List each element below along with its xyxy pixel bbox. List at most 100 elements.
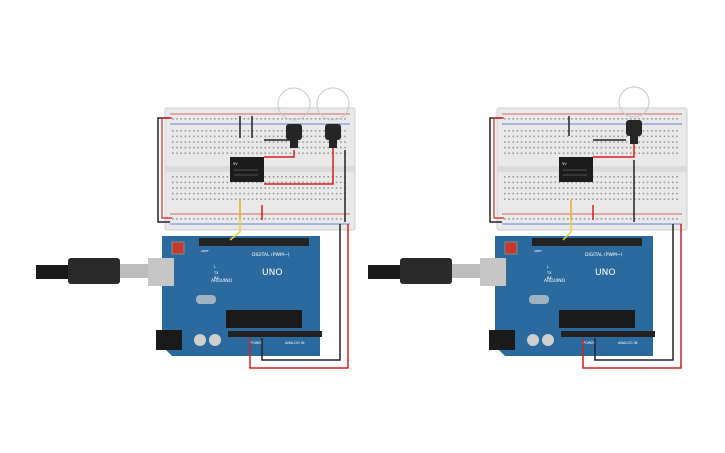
breadboard-hole <box>520 118 523 120</box>
breadboard-hole <box>520 192 523 195</box>
breadboard-hole <box>314 187 317 189</box>
breadboard-hole <box>180 141 182 143</box>
breadboard-hole <box>184 130 187 132</box>
breadboard-hole <box>642 192 645 195</box>
breadboard-hole <box>285 218 287 220</box>
breadboard-hole <box>277 181 279 184</box>
light-bulb-1[interactable] <box>277 87 311 148</box>
breadboard-hole <box>676 135 678 138</box>
breadboard-hole <box>609 176 611 178</box>
breadboard-hole <box>230 135 233 138</box>
breadboard-hole <box>285 152 287 154</box>
breadboard-hole <box>277 141 279 143</box>
breadboard-hole <box>609 198 611 200</box>
breadboard-hole <box>634 118 636 120</box>
breadboard-hole <box>176 146 178 149</box>
breadboard-hole <box>226 218 229 220</box>
breadboard-hole <box>239 198 241 200</box>
breadboard-hole <box>541 187 544 189</box>
breadboard-hole <box>550 187 552 189</box>
analog-pins-label: ANALOG IN <box>618 341 638 345</box>
breadboard-hole <box>306 187 308 189</box>
breadboard-hole <box>310 176 313 178</box>
breadboard-hole <box>180 152 182 154</box>
breadboard-hole <box>646 181 649 184</box>
breadboard-hole <box>592 152 594 154</box>
breadboard-hole <box>218 130 220 132</box>
breadboard-hole <box>663 152 666 154</box>
breadboard-hole <box>222 181 224 184</box>
breadboard-hole <box>655 198 657 200</box>
breadboard-hole <box>508 187 510 189</box>
breadboard-hole <box>604 130 607 132</box>
breadboard-hole <box>193 176 195 178</box>
breadboard-hole <box>512 130 514 132</box>
breadboard-hole <box>205 176 208 178</box>
breadboard-hole <box>172 218 174 220</box>
breadboard-hole <box>260 192 262 195</box>
relay-module[interactable]: 5V <box>230 157 264 182</box>
breadboard-hole <box>617 141 619 143</box>
breadboard-hole <box>625 192 628 195</box>
breadboard-hole <box>651 135 653 138</box>
breadboard-hole <box>642 181 645 184</box>
breadboard-hole <box>239 152 241 154</box>
breadboard-hole <box>525 130 527 132</box>
breadboard-hole <box>272 135 275 138</box>
breadboard-hole <box>541 146 544 149</box>
breadboard-hole <box>554 130 556 132</box>
breadboard-hole <box>583 118 586 120</box>
breadboard-hole <box>575 187 577 189</box>
breadboard-hole <box>302 135 304 138</box>
breadboard-hole <box>621 176 624 178</box>
breadboard-hole <box>546 192 548 195</box>
breadboard-hole <box>201 130 203 132</box>
breadboard-hole <box>659 141 661 143</box>
breadboard-hole <box>625 141 628 143</box>
breadboard-hole <box>331 187 334 189</box>
breadboard-hole <box>651 141 653 143</box>
light-bulb-2[interactable] <box>316 87 350 148</box>
breadboard-hole <box>260 218 262 220</box>
digital-pins-label: DIGITAL (PWM~) <box>585 252 623 258</box>
breadboard-hole <box>209 218 212 220</box>
arduino-uno-board[interactable]: ARDUINO UNO DIGITAL (PWM~) POWER ANALOG … <box>156 236 322 356</box>
light-bulb-1[interactable] <box>618 86 650 144</box>
breadboard-hole <box>277 152 279 154</box>
breadboard-hole <box>205 118 208 120</box>
breadboard-hole <box>516 198 519 200</box>
breadboard-hole <box>201 146 203 149</box>
power-pins-label: POWER <box>250 341 264 345</box>
analog-pins-label: ANALOG IN <box>285 341 305 345</box>
breadboard-hole <box>281 135 283 138</box>
arduino-uno-board[interactable]: ARDUINO UNO DIGITAL (PWM~) POWER ANALOG … <box>489 236 655 356</box>
breadboard-hole <box>604 187 607 189</box>
breadboard-hole <box>335 181 338 184</box>
breadboard-hole <box>209 181 212 184</box>
breadboard-hole <box>588 181 590 184</box>
breadboard-hole <box>239 141 241 143</box>
breadboard-hole <box>613 135 615 138</box>
breadboard-hole <box>302 181 304 184</box>
breadboard-hole <box>314 176 317 178</box>
breadboard-hole <box>176 141 178 143</box>
breadboard-hole <box>533 135 535 138</box>
breadboard-hole <box>293 218 296 220</box>
breadboard-hole <box>218 181 220 184</box>
breadboard-hole <box>638 135 640 138</box>
breadboard-hole <box>218 176 220 178</box>
breadboard-hole <box>314 146 317 149</box>
breadboard-hole <box>550 118 552 120</box>
breadboard-hole <box>663 176 666 178</box>
breadboard-hole <box>504 118 506 120</box>
breadboard-hole <box>567 181 569 184</box>
breadboard-hole <box>516 152 519 154</box>
breadboard-hole <box>323 135 325 138</box>
relay-module[interactable]: 5V <box>559 157 593 182</box>
breadboard-hole <box>529 181 531 184</box>
breadboard-hole <box>226 118 229 120</box>
breadboard-hole <box>285 118 287 120</box>
breadboard-hole <box>646 152 649 154</box>
breadboard-hole <box>298 181 300 184</box>
breadboard-hole <box>592 181 594 184</box>
